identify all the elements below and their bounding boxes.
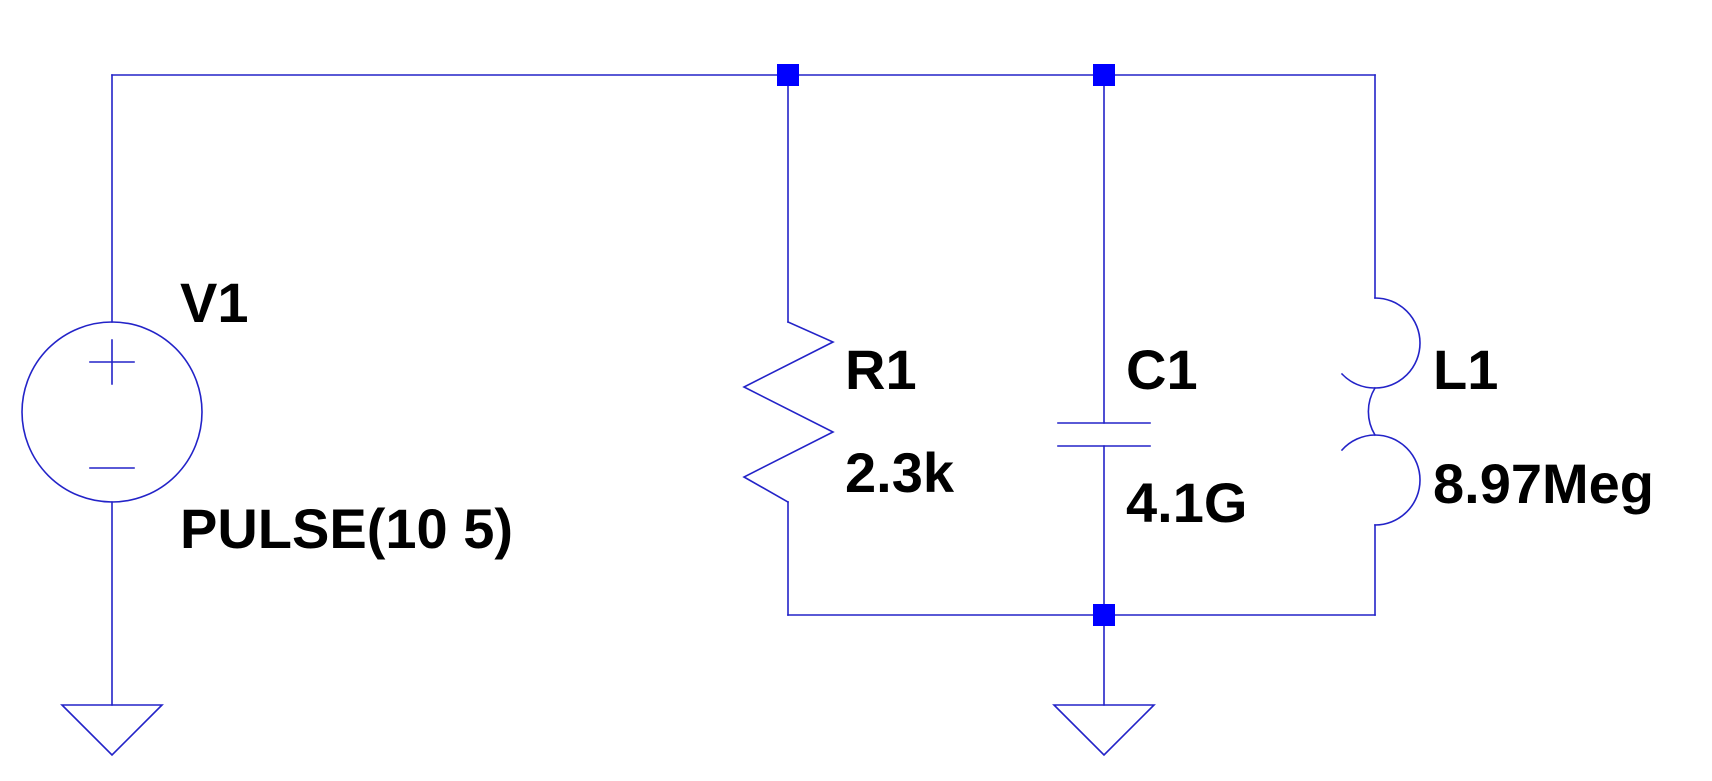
capacitor-icon[interactable] [1057,422,1151,447]
junction-dot [1093,604,1115,626]
inductor-coil-bottom [1340,434,1421,526]
l1-name-label: L1 [1433,338,1498,401]
inductor-coil-middle [1367,386,1377,437]
ground-icon [60,704,164,757]
voltage-source-body [21,321,203,503]
inductor-coil-top [1340,297,1421,389]
c1-value-label: 4.1G [1126,471,1247,534]
inductor-icon[interactable] [1340,297,1421,526]
junction-dot [777,64,799,86]
junction-dots [777,64,1115,626]
v1-name-label: V1 [180,271,249,334]
resistor-icon[interactable] [742,320,835,504]
l1-value-label: 8.97Meg [1433,452,1654,515]
ground-icon [1052,704,1156,757]
junction-dot [1093,64,1115,86]
c1-name-label: C1 [1126,338,1198,401]
wires [111,74,1376,706]
plus-sign-icon [89,339,135,385]
voltage-source-icon[interactable] [21,321,203,503]
r1-name-label: R1 [845,338,917,401]
r1-value-label: 2.3k [845,441,955,504]
v1-value-label: PULSE(10 5) [180,497,513,560]
